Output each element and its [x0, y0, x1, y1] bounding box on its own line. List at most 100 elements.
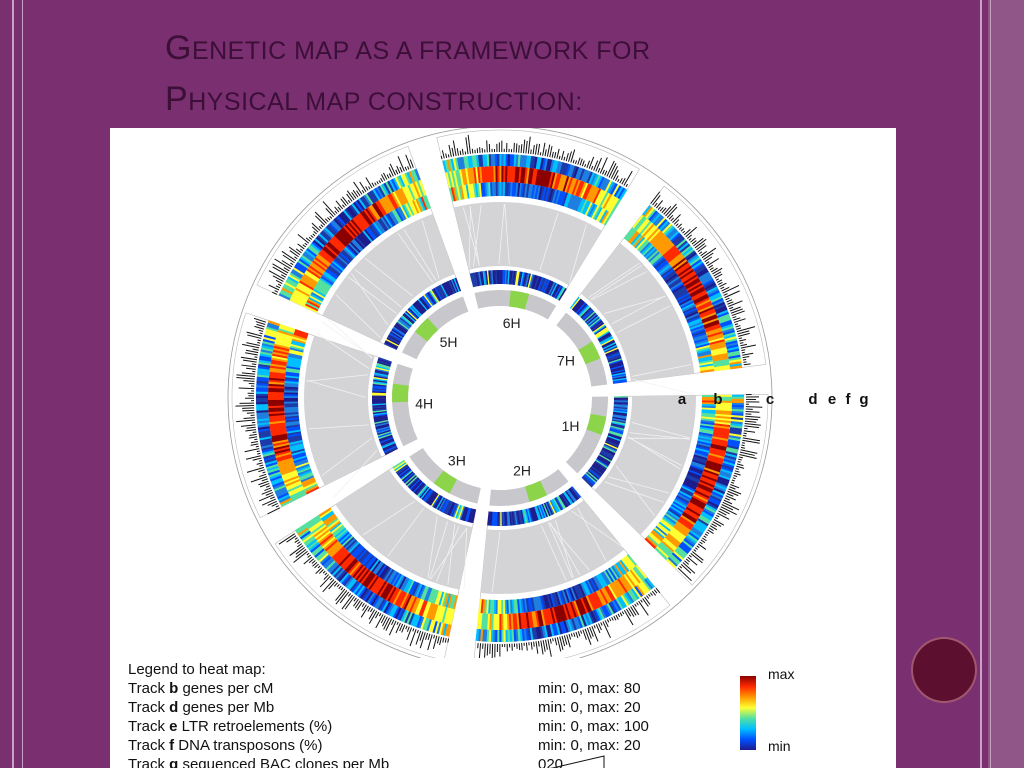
track-f-cell — [722, 329, 736, 336]
track-e-cell — [672, 257, 687, 270]
track-e-cell — [334, 233, 348, 247]
track-e-cell — [689, 286, 705, 297]
track-g-bar — [672, 214, 681, 223]
track-e-cell — [433, 604, 441, 621]
track-f-cell — [725, 340, 738, 346]
track-g-bar — [252, 431, 257, 433]
track-b-cell — [526, 273, 532, 288]
track-e-cell — [710, 443, 727, 450]
track-g-bar — [717, 512, 730, 520]
track-d-cell — [328, 264, 341, 276]
track-e-cell — [711, 441, 728, 448]
track-g-bar — [703, 252, 714, 261]
track-g-bar — [570, 149, 576, 163]
track-d-cell — [284, 378, 299, 383]
track-g-bar — [367, 606, 371, 612]
track-b-cell — [378, 357, 392, 364]
track-e-cell — [272, 442, 290, 449]
track-g-bar — [374, 182, 377, 186]
track-d-cell — [586, 579, 595, 594]
track-d-cell — [415, 198, 423, 213]
track-b-cell — [542, 503, 550, 517]
track-e-cell — [335, 550, 349, 564]
track-d-cell — [564, 588, 572, 603]
track-e-cell — [405, 595, 414, 611]
track-f-cell — [257, 425, 270, 430]
track-b-cell — [603, 443, 618, 451]
track-f-cell — [729, 431, 742, 436]
track-b-cell — [514, 510, 518, 526]
track-e-cell — [429, 603, 437, 620]
track-d-cell — [563, 192, 571, 207]
track-e-cell — [332, 547, 346, 561]
track-g-bar — [621, 611, 625, 615]
track-b-cell — [478, 271, 483, 286]
track-f-cell — [387, 180, 395, 193]
track-g-bar — [311, 222, 321, 231]
track-g-bar — [459, 150, 462, 156]
track-d-cell — [656, 524, 669, 535]
track-d-cell — [665, 511, 679, 522]
track-f-cell — [450, 158, 456, 171]
track-b-cell — [612, 380, 628, 384]
track-g-bar — [382, 172, 388, 180]
track-g-bar — [738, 332, 750, 337]
track-d-cell — [521, 598, 526, 613]
track-f-cell — [723, 456, 737, 463]
track-e-cell — [602, 587, 612, 603]
track-g-bar — [271, 291, 278, 295]
colorbar — [740, 676, 756, 750]
track-f-cell — [559, 621, 565, 634]
track-d-cell — [701, 412, 716, 417]
track-d-cell — [695, 344, 710, 351]
track-d-cell — [290, 343, 305, 350]
track-e-cell — [268, 403, 285, 407]
track-e-cell — [273, 343, 291, 350]
track-g-bar — [733, 318, 746, 323]
track-f-cell — [351, 203, 361, 215]
track-e-cell — [396, 189, 406, 205]
track-d-cell — [675, 496, 689, 506]
track-e-cell — [698, 481, 715, 490]
track-b-cell — [412, 481, 424, 493]
track-e-cell — [646, 227, 660, 241]
track-e-cell — [531, 168, 537, 185]
nav-dot-button[interactable] — [913, 639, 975, 701]
track-d-cell — [553, 592, 560, 607]
track-f-cell — [700, 275, 713, 284]
track-g-bar — [729, 306, 741, 312]
track-f-cell — [627, 590, 636, 603]
track-f-cell — [535, 626, 540, 640]
track-d-cell — [284, 417, 300, 421]
track-d-cell — [665, 273, 678, 284]
track-f-cell — [256, 393, 269, 396]
track-g-bar — [563, 156, 566, 161]
track-b-cell — [581, 308, 593, 320]
track-g-bar — [415, 630, 422, 645]
track-d-cell — [292, 453, 307, 460]
track-b-cell — [547, 501, 555, 515]
track-e-cell — [525, 167, 531, 184]
track-e-cell — [289, 488, 306, 498]
track-d-cell — [651, 255, 664, 267]
track-b-cell — [500, 511, 502, 526]
track-f-cell — [553, 160, 559, 173]
track-f-cell — [705, 284, 718, 293]
track-g-bar — [735, 325, 741, 328]
track-e-cell — [713, 426, 730, 432]
track-e-cell — [461, 168, 467, 186]
track-f-cell — [660, 221, 671, 233]
track-f-cell — [730, 421, 743, 425]
track-e-cell — [544, 170, 551, 188]
track-b-cell — [550, 499, 559, 513]
track-g-bar — [254, 438, 258, 441]
track-d-cell — [518, 182, 523, 198]
track-f-cell — [261, 342, 275, 348]
track-d-cell — [380, 566, 390, 580]
track-b-cell — [381, 441, 396, 449]
track-b-cell — [396, 321, 409, 332]
track-f-cell — [352, 201, 363, 213]
track-d-cell — [657, 522, 670, 534]
track-g-bar — [257, 339, 261, 342]
track-d-cell — [324, 516, 338, 527]
